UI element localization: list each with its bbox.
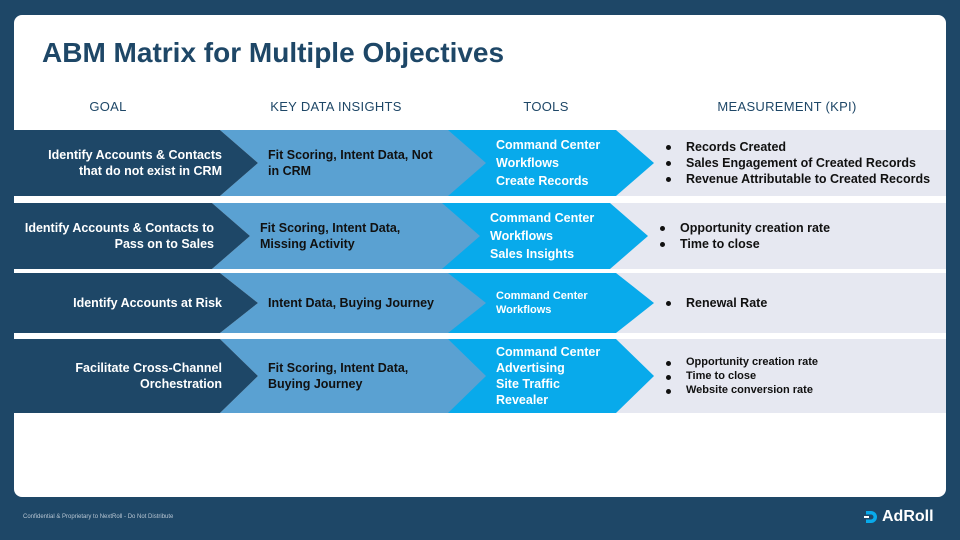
- adroll-logo-icon: [864, 511, 877, 523]
- insight-line: Intent Data, Buying Journey: [268, 296, 434, 310]
- tool-item: Command Center: [496, 345, 601, 359]
- kpi-list: Opportunity creation rate Time to close …: [666, 355, 818, 397]
- goal-line: Identify Accounts & Contacts to: [24, 221, 214, 235]
- insight-line: Fit Scoring, Intent Data,: [268, 361, 409, 375]
- goal-line: that do not exist in CRM: [78, 164, 222, 178]
- goal-cell: Facilitate Cross-Channel Orchestration: [14, 339, 258, 413]
- kpi-item: Website conversion rate: [666, 383, 818, 397]
- kpi-item: Records Created: [666, 139, 930, 155]
- tool-item: Create Records: [496, 174, 589, 188]
- header-goal: GOAL: [89, 99, 127, 114]
- kpi-item: Revenue Attributable to Created Records: [666, 171, 930, 187]
- tool-item: Command Center: [496, 138, 601, 152]
- header-tools: TOOLS: [523, 99, 569, 114]
- kpi-list: Renewal Rate: [666, 295, 767, 311]
- insight-line: Buying Journey: [268, 377, 363, 391]
- kpi-cell: Opportunity creation rate Time to close: [606, 203, 946, 269]
- goal-cell: Identify Accounts & Contacts to Pass on …: [14, 203, 250, 269]
- tool-item: Command Center: [490, 211, 595, 225]
- kpi-list: Records Created Sales Engagement of Crea…: [666, 139, 930, 187]
- header-measurement-kpi: MEASUREMENT (KPI): [717, 99, 857, 114]
- slide-title: ABM Matrix for Multiple Objectives: [42, 37, 505, 68]
- tool-item: Workflows: [496, 156, 559, 170]
- goal-line: Identify Accounts & Contacts: [48, 148, 222, 162]
- insight-cell: Intent Data, Buying Journey: [220, 273, 486, 333]
- slide-card: ABM Matrix for Multiple Objectives GOAL …: [14, 15, 946, 497]
- insight-cell: Fit Scoring, Intent Data, Not in CRM: [220, 130, 486, 196]
- matrix-row: Records Created Sales Engagement of Crea…: [14, 130, 946, 196]
- goal-cell: Identify Accounts & Contacts that do not…: [14, 130, 258, 196]
- insight-cell: Fit Scoring, Intent Data, Missing Activi…: [212, 203, 480, 269]
- insight-line: in CRM: [268, 164, 312, 178]
- goal-cell: Identify Accounts at Risk: [14, 273, 258, 333]
- kpi-item: Time to close: [666, 369, 818, 383]
- insight-line: Missing Activity: [260, 237, 355, 251]
- matrix-row: Opportunity creation rate Time to close …: [14, 339, 946, 413]
- goal-line: Orchestration: [140, 377, 222, 391]
- goal-line: Identify Accounts at Risk: [73, 296, 222, 310]
- kpi-item: Opportunity creation rate: [666, 355, 818, 369]
- adroll-logo: AdRoll: [864, 508, 934, 526]
- tool-item: Command Center: [496, 290, 588, 302]
- matrix-row: Renewal Rate Command Center Workflows In…: [14, 273, 946, 333]
- insight-line: Fit Scoring, Intent Data,: [260, 221, 401, 235]
- kpi-item: Renewal Rate: [666, 295, 767, 311]
- insight-line: Fit Scoring, Intent Data, Not: [268, 148, 433, 162]
- tool-item: Advertising: [496, 361, 565, 375]
- tool-item: Workflows: [490, 229, 553, 243]
- tool-item: Sales Insights: [490, 247, 575, 261]
- kpi-item: Opportunity creation rate: [660, 220, 830, 236]
- goal-line: Facilitate Cross-Channel: [75, 361, 222, 375]
- tool-item: Workflows: [496, 304, 552, 316]
- matrix-row: Opportunity creation rate Time to close …: [14, 203, 946, 269]
- kpi-item: Sales Engagement of Created Records: [666, 155, 930, 171]
- tool-item: Revealer: [496, 393, 549, 407]
- header-key-data-insights: KEY DATA INSIGHTS: [270, 99, 402, 114]
- kpi-cell: Records Created Sales Engagement of Crea…: [614, 130, 946, 196]
- confidential-footer: Confidential & Proprietary to NextRoll -…: [23, 514, 174, 520]
- insight-cell: Fit Scoring, Intent Data, Buying Journey: [220, 339, 486, 413]
- kpi-cell: Opportunity creation rate Time to close …: [614, 339, 946, 413]
- logo-text: AdRoll: [882, 508, 934, 525]
- kpi-list: Opportunity creation rate Time to close: [660, 220, 830, 252]
- kpi-cell: Renewal Rate: [614, 273, 946, 333]
- goal-line: Pass on to Sales: [114, 237, 214, 251]
- kpi-item: Time to close: [660, 236, 830, 252]
- tool-item: Site Traffic: [496, 377, 560, 391]
